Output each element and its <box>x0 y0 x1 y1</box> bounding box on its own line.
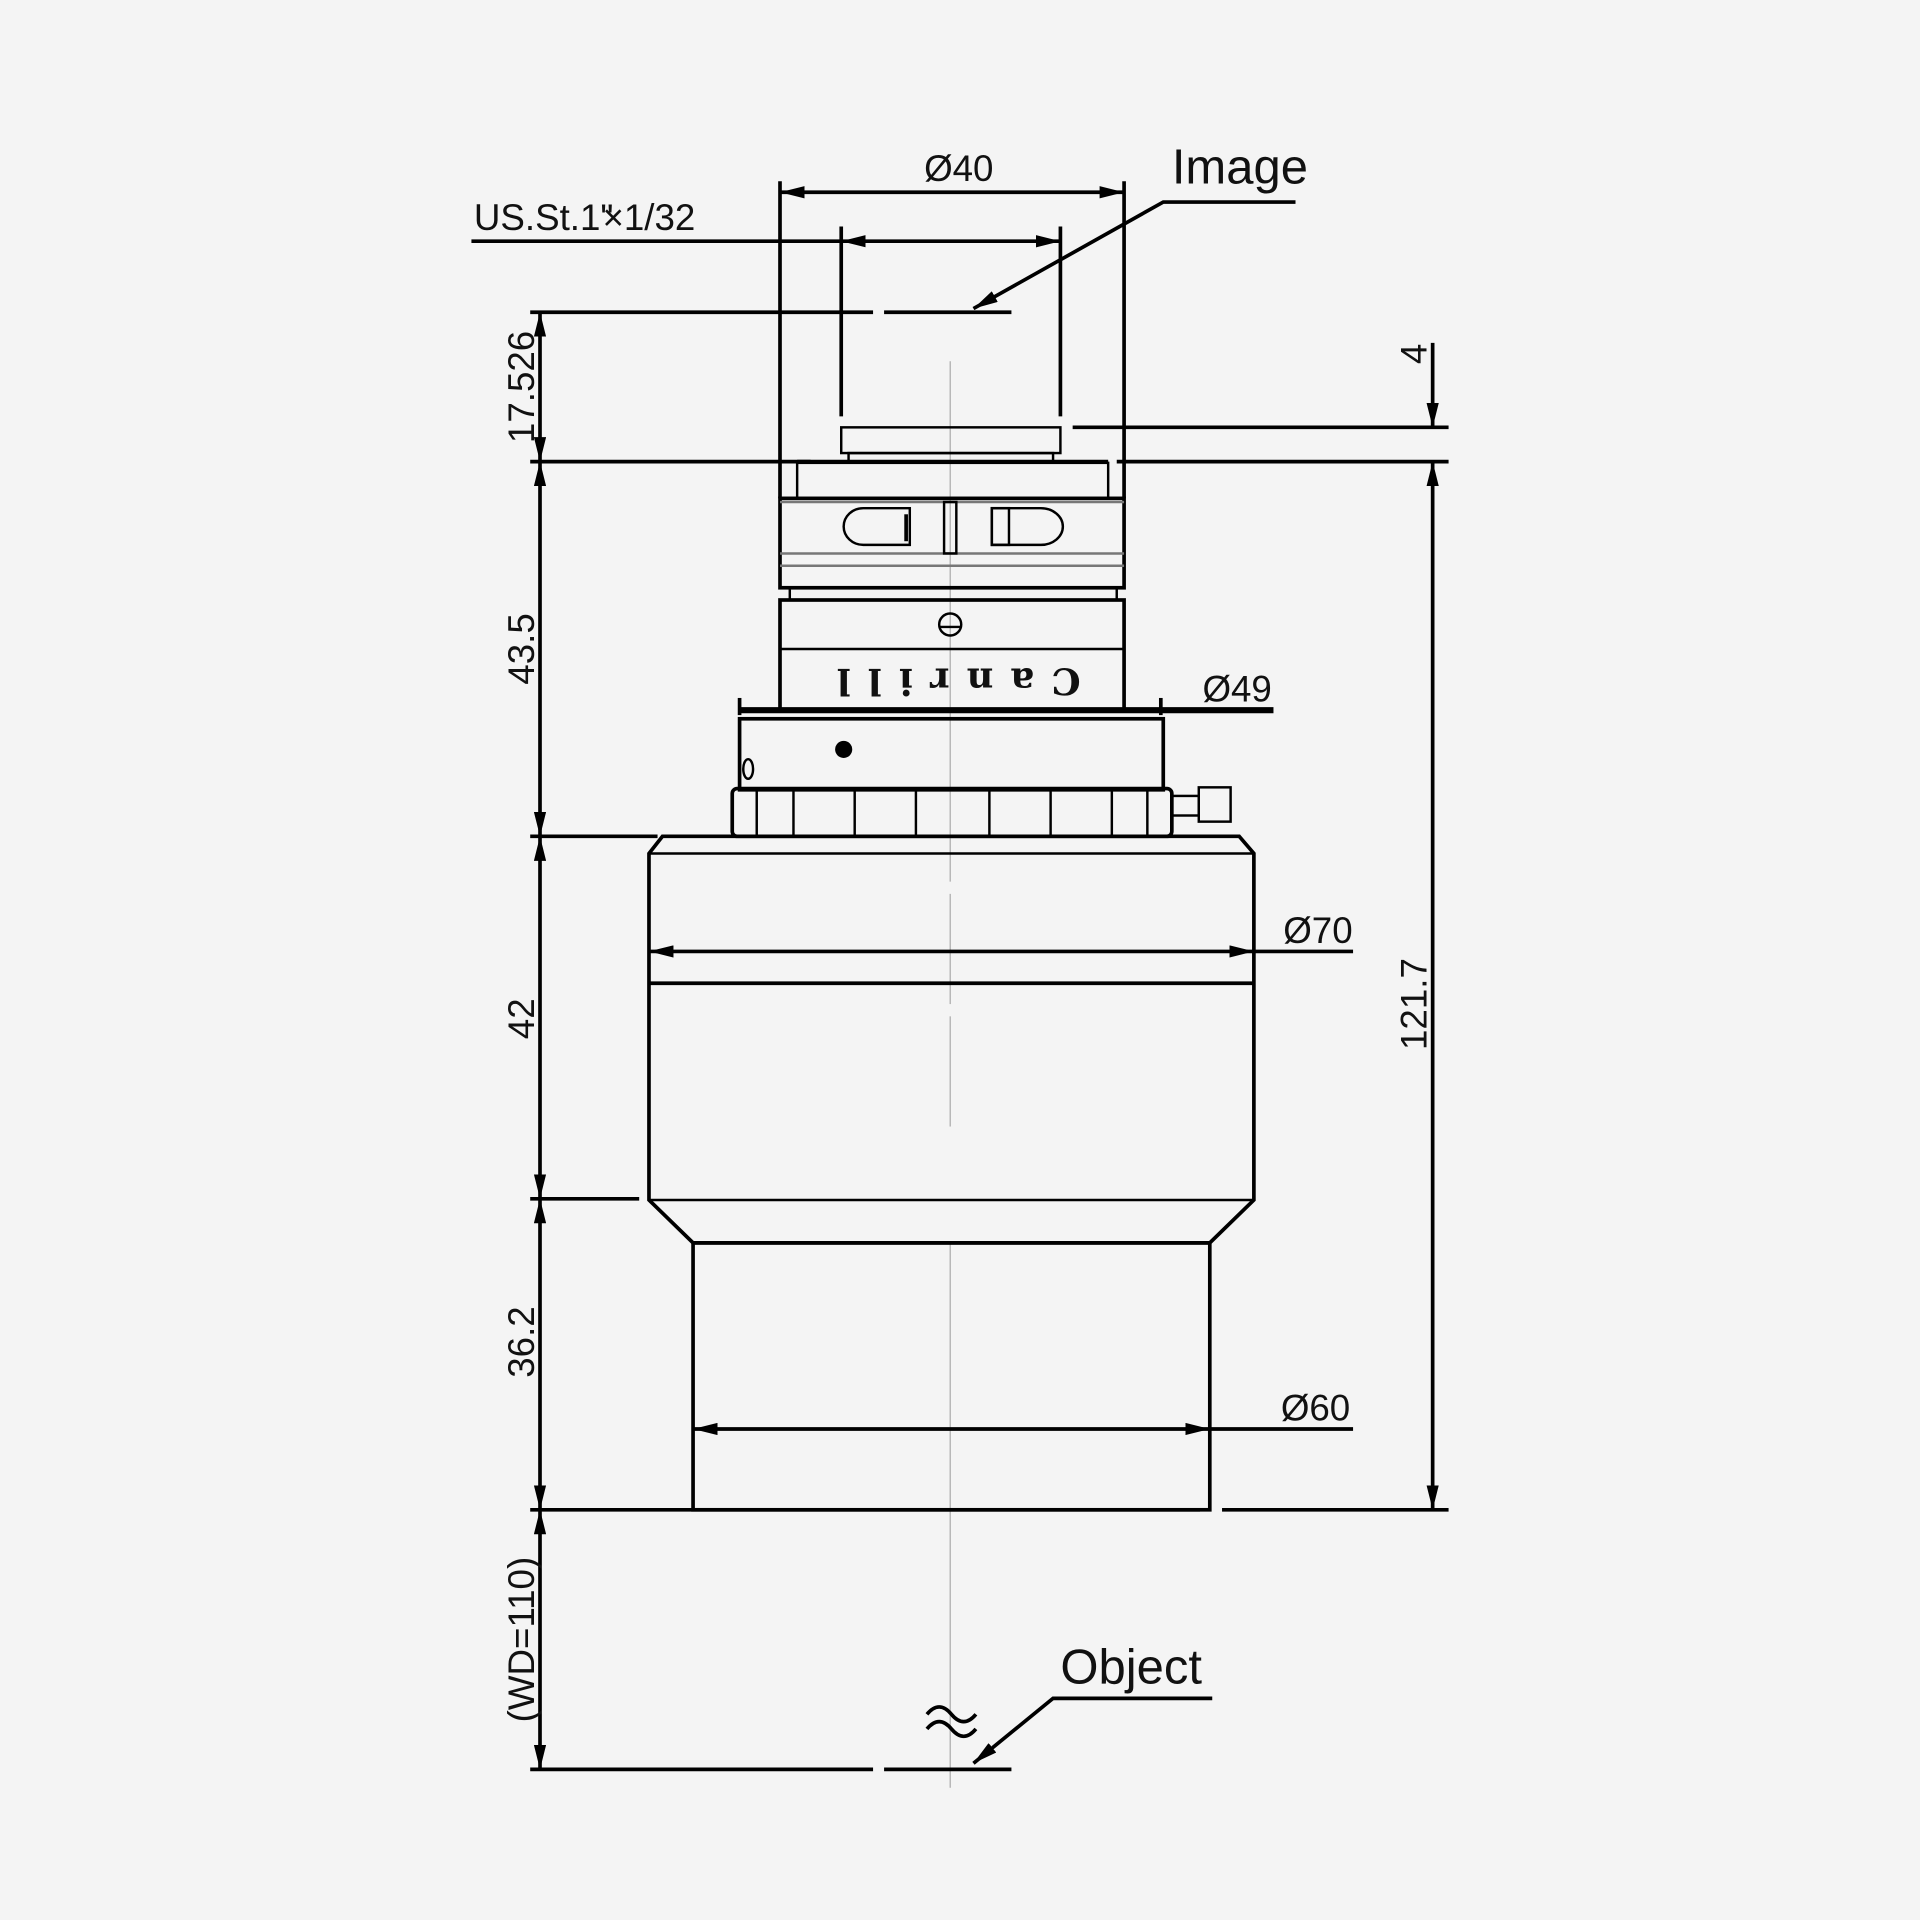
dim-label-d60: Ø60 <box>1281 1387 1350 1428</box>
dim-mount-thread: US.St.1" ×1/32 <box>471 197 1063 417</box>
dim-body-diameter: Ø70 <box>647 910 1354 968</box>
mount-thread-label: US.St.1" <box>474 197 614 238</box>
object-plane-leader: Object <box>530 1641 1213 1772</box>
iris-ring <box>778 496 1126 590</box>
dim-label-42: 42 <box>501 998 542 1039</box>
dim-focus-diameter: Ø49 <box>737 669 1274 716</box>
screw-icon <box>937 612 963 637</box>
set-screw-icon <box>835 740 853 758</box>
adapter-ring <box>730 716 1232 839</box>
break-symbol <box>925 1705 978 1739</box>
dim-label-121-7: 121.7 <box>1394 958 1435 1050</box>
lock-slot-right <box>990 506 1065 547</box>
lens-mount <box>530 425 1449 500</box>
dim-label-d70: Ø70 <box>1283 910 1352 951</box>
lock-slot-left <box>842 506 912 547</box>
object-label: Object <box>1060 1641 1202 1695</box>
dim-label-17-526: 17.526 <box>501 331 542 443</box>
mount-pitch-label: ×1/32 <box>602 197 695 238</box>
dim-label-d49: Ø49 <box>1202 669 1271 710</box>
dim-label-d40: Ø40 <box>924 148 993 189</box>
dim-label-43-5: 43.5 <box>501 613 542 684</box>
brand-logo: Canrill <box>820 660 1081 703</box>
dim-label-4: 4 <box>1394 344 1435 364</box>
lock-knob <box>1170 794 1200 817</box>
dim-chain-left: 17.526 43.5 42 36.2 (WD=110) <box>501 312 658 1770</box>
image-plane-leader: Image <box>530 141 1308 315</box>
lens-body <box>647 834 1256 1512</box>
image-label: Image <box>1172 141 1308 195</box>
dim-label-36-2: 36.2 <box>501 1306 542 1377</box>
dim-chain-right: 4 121.7 <box>1394 342 1439 1510</box>
dim-top-diameter: Ø40 <box>778 148 1126 499</box>
dim-front-diameter: Ø60 <box>693 1387 1354 1436</box>
focus-ring: Canrill <box>778 586 1126 713</box>
dim-label-wd: (WD=110) <box>501 1557 542 1723</box>
